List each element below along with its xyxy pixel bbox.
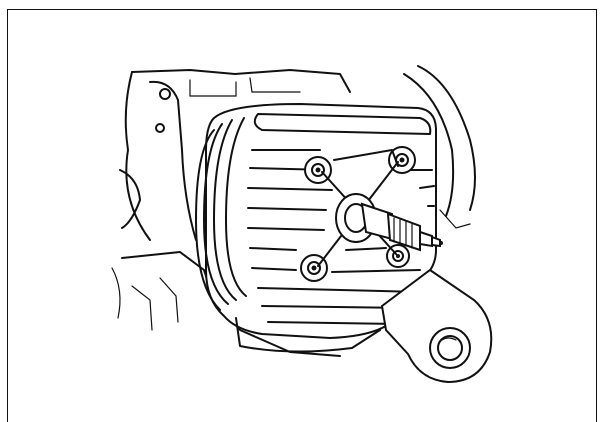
mounting-bracket-icon xyxy=(380,268,493,384)
cylinder-head-icon xyxy=(195,102,437,353)
illustration-frame xyxy=(7,9,597,422)
spark-plug-icon xyxy=(335,193,443,252)
flywheel-cover-icon xyxy=(403,65,476,229)
